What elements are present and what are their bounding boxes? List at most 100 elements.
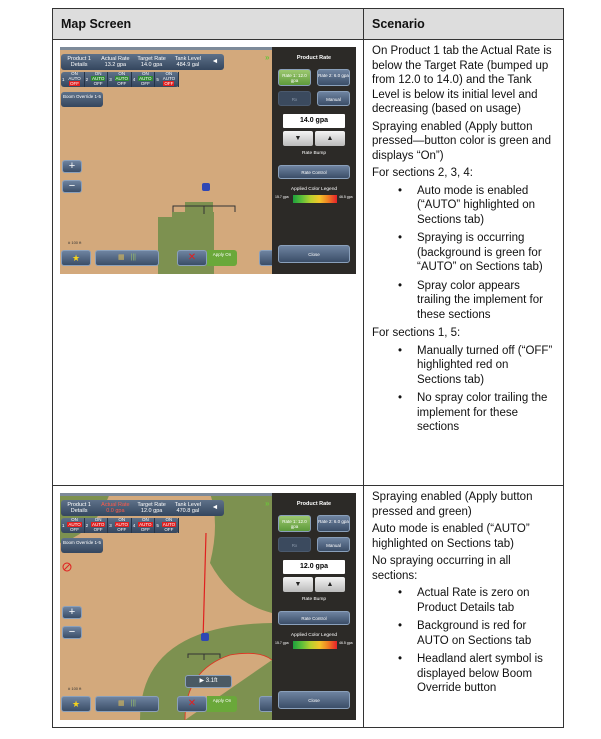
map-view-button[interactable]: ▦ ||| [95, 250, 159, 266]
section-auto: AUTO [161, 522, 177, 528]
legend-title: Applied Color Legend [290, 633, 338, 638]
close-button[interactable]: Close [278, 245, 350, 263]
section-auto: AUTO [68, 76, 81, 82]
product-details-tab[interactable]: Product 1 Details [67, 502, 91, 514]
section-auto: AUTO [138, 76, 153, 82]
spray-coverage [158, 217, 172, 274]
implement-boom [172, 205, 236, 214]
sections-button[interactable]: ✕ [177, 250, 207, 266]
rate-bump-label: Rate Bump [302, 597, 326, 602]
double-chevron-icon[interactable]: » [265, 53, 270, 62]
boom-override-button[interactable]: Boom Override 1-5 [61, 92, 103, 107]
section-number: 5 [156, 77, 159, 82]
apply-button[interactable]: Apply On [207, 696, 237, 712]
rate-value-field[interactable]: 14.0 gpa [283, 114, 345, 128]
top-strip [60, 493, 356, 496]
header-scenario: Scenario [363, 8, 564, 40]
rate-down-button[interactable]: ▼ [283, 131, 313, 146]
section-off: OFF [117, 80, 127, 86]
section-on: ON [141, 517, 149, 523]
rate-2-button[interactable]: Rate 2: 6.0 gpa [317, 69, 350, 86]
zoom-out-button[interactable]: − [62, 180, 82, 193]
collapse-arrow-icon[interactable]: ◄ [211, 504, 219, 511]
section-number: 5 [156, 523, 159, 528]
close-button[interactable]: Close [278, 691, 350, 709]
section-on: ON [118, 517, 126, 523]
section-off: OFF [163, 80, 175, 86]
scale-label: 100 ft [71, 240, 82, 245]
implement-boom [187, 653, 221, 660]
section-auto: AUTO [67, 522, 82, 528]
rate-2-button[interactable]: Rate 2: 6.0 gpa [317, 515, 350, 532]
collapse-arrow-icon[interactable]: ◄ [211, 58, 219, 65]
rate-value-field[interactable]: 12.0 gpa [283, 560, 345, 574]
map-view-button[interactable]: ▦ ||| [95, 696, 159, 712]
tractor-icon [202, 183, 210, 191]
favorites-button[interactable]: ★ [61, 250, 91, 266]
guidance-lines-icon: ||| [130, 254, 136, 261]
section-on: ON [71, 71, 78, 77]
headland-alert-icon [62, 562, 72, 572]
section-auto: AUTO [162, 76, 176, 82]
tank-level-value: 470.8 gal [176, 508, 200, 514]
section-number: 1 [62, 523, 65, 528]
rate-down-button[interactable]: ▼ [283, 577, 313, 592]
section-number: 4 [132, 77, 136, 82]
scale-indicator: # 100 ft [68, 240, 82, 245]
boom-override-button[interactable]: Boom Override 1-5 [61, 538, 103, 553]
section-number: 2 [85, 77, 89, 82]
rx-button[interactable]: Rx [278, 91, 311, 106]
zoom-in-button[interactable]: + [62, 606, 82, 619]
product-details-tab[interactable]: Product 1 Details [67, 56, 91, 68]
target-rate-value: 14.0 gpa [140, 62, 163, 68]
target-rate-label: Target Rate [137, 56, 166, 62]
actual-rate-label: Actual Rate [101, 56, 130, 62]
apply-button[interactable]: Apply On [207, 250, 237, 266]
double-chevron-icon[interactable]: » [265, 499, 270, 508]
rx-button[interactable]: Rx [278, 537, 311, 552]
section-auto: AUTO [114, 76, 129, 82]
manual-button[interactable]: Manual [317, 91, 350, 106]
scenario-text: No spraying occurring in all sections: [372, 555, 511, 582]
sections-button[interactable]: ✕ [177, 696, 207, 712]
section-off: OFF [70, 526, 80, 532]
bullet: Background is red for AUTO on Sections t… [372, 619, 555, 648]
zoom-in-button[interactable]: + [62, 160, 82, 173]
section-on: ON [165, 517, 173, 523]
zoom-out-button[interactable]: − [62, 626, 82, 639]
favorites-button[interactable]: ★ [61, 696, 91, 712]
rate-control-button[interactable]: Rate Control [278, 165, 350, 179]
section-number: 2 [85, 523, 89, 528]
actual-rate-value: 13.2 gpa [104, 62, 127, 68]
rate-up-button[interactable]: ▲ [315, 577, 345, 592]
rate-up-button[interactable]: ▲ [315, 131, 345, 146]
section-on: ON [94, 517, 102, 523]
rate-control-button[interactable]: Rate Control [278, 611, 350, 625]
section-number: 4 [132, 523, 136, 528]
rate-1-button[interactable]: Rate 1: 12.0 gpa [278, 515, 311, 532]
color-legend-bar [293, 195, 337, 203]
scenario-text: Spraying enabled (Apply button pressed—b… [372, 120, 551, 162]
bullet: Auto mode is enabled (“AUTO” highlighted… [372, 184, 555, 228]
tractor-icon [201, 633, 209, 641]
rate-1-button[interactable]: Rate 1: 12.0 gpa [278, 69, 311, 86]
manual-button[interactable]: Manual [317, 537, 350, 552]
